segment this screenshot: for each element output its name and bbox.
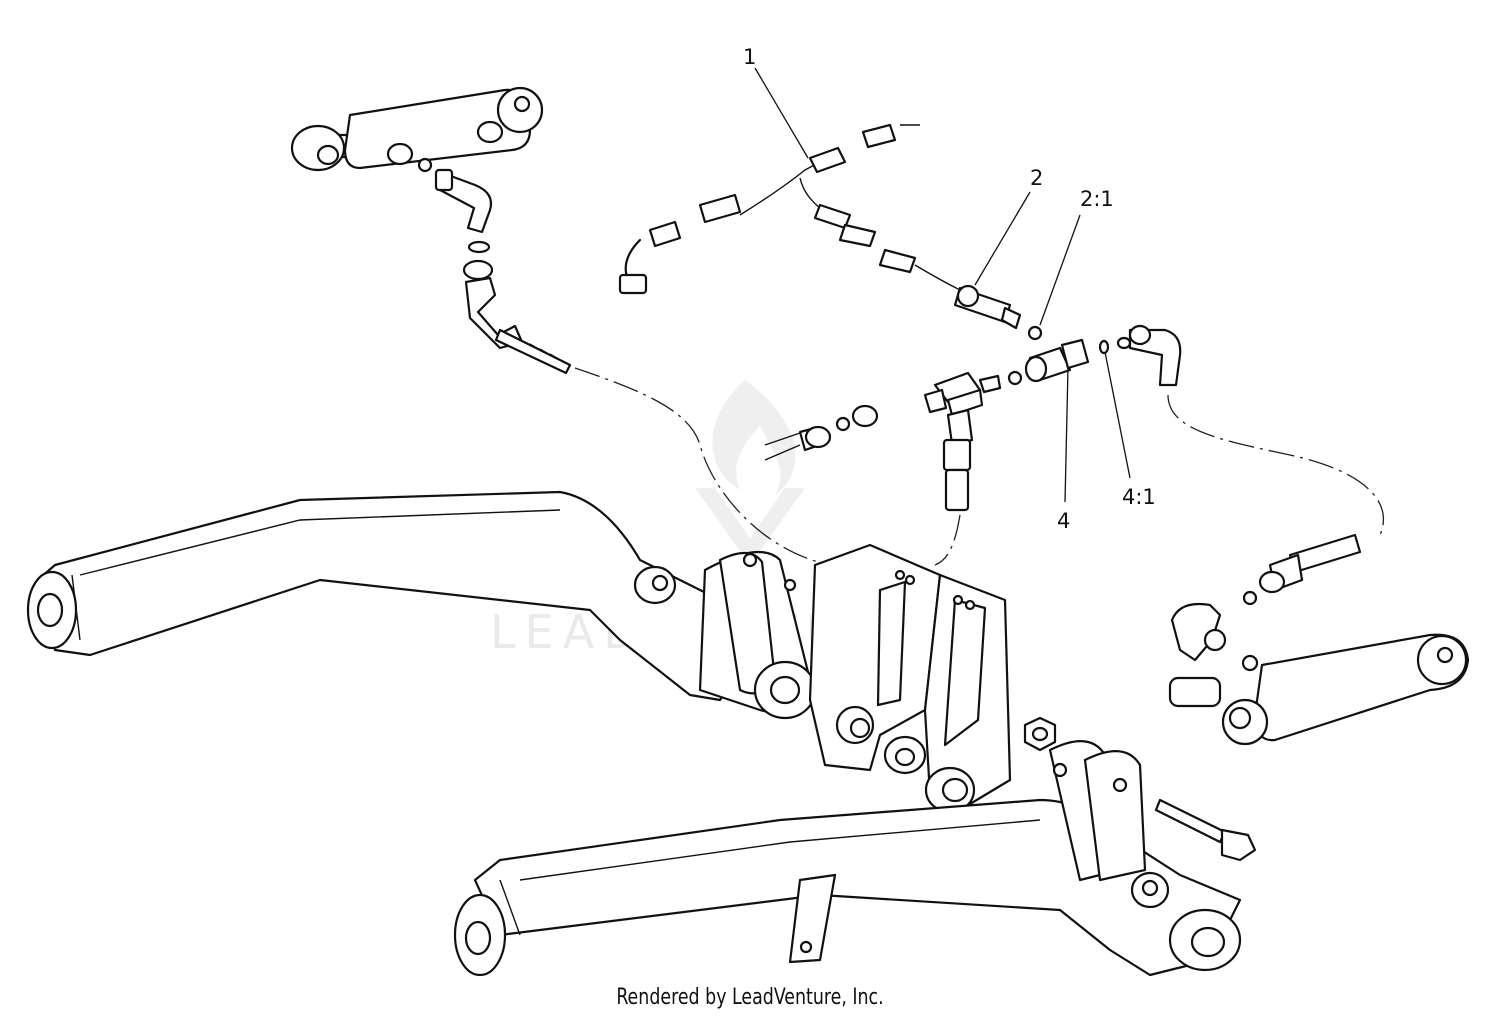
callout-leaders — [754, 67, 1131, 503]
callout-4-1: 4:1 — [1122, 485, 1156, 509]
upper-lift-arm — [26, 490, 817, 720]
left-hose — [464, 276, 572, 375]
callout-2: 2 — [1030, 166, 1043, 190]
watermark-flame-logo — [712, 380, 796, 495]
right-lower-elbow — [1170, 602, 1259, 672]
left-elbow-fitting — [434, 168, 494, 281]
wiring-harness — [618, 123, 961, 295]
right-hydraulic-cylinder — [1168, 633, 1470, 746]
tee-fitting — [764, 370, 1023, 512]
watermark-v-logo — [695, 488, 805, 565]
mounting-bracket — [808, 543, 1012, 814]
callout-4: 4 — [1057, 509, 1070, 533]
right-elbow-fitting — [1116, 324, 1182, 387]
lower-lift-arm — [453, 740, 1242, 977]
adapter-fitting — [1024, 338, 1110, 383]
callout-labels: 1 2 2:1 4 4:1 — [743, 45, 1156, 533]
pressure-switch — [953, 284, 1043, 341]
callout-1: 1 — [743, 45, 756, 69]
hose-routing-lines — [574, 367, 1385, 566]
mounting-hardware — [1023, 716, 1257, 862]
right-hose — [1242, 533, 1362, 606]
flat-link-plate — [788, 873, 837, 964]
left-hydraulic-cylinder — [290, 86, 544, 173]
callout-2-1: 2:1 — [1080, 187, 1114, 211]
footer-credit: Rendered by LeadVenture, Inc. — [616, 985, 884, 1010]
